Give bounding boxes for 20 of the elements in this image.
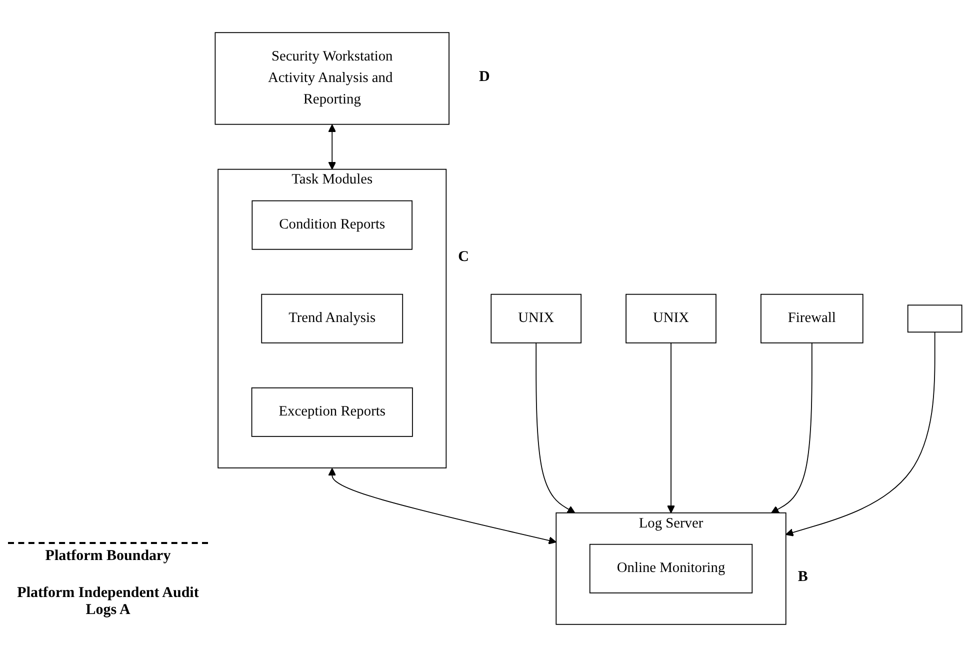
arrow (786, 332, 936, 536)
node-box: Exception Reports (251, 387, 413, 437)
node-box: Trend Analysis (261, 294, 404, 344)
arrow (667, 342, 675, 514)
node-box: Online Monitoring (589, 544, 753, 594)
node-box: Condition Reports (252, 200, 412, 250)
node-box: UNIX (490, 294, 582, 344)
note-text: Platform Independent Audit Logs A (16, 585, 200, 619)
arrow (771, 342, 812, 514)
node-box: UNIX (626, 294, 716, 344)
layer-letter: C (458, 249, 469, 266)
node-box (907, 304, 962, 333)
node-box: Security Workstation Activity Analysis and Reporting (214, 32, 450, 125)
node-box: Firewall (760, 294, 864, 344)
arrow (536, 342, 576, 514)
layer-letter: B (798, 568, 808, 586)
layer-letter: D (479, 69, 490, 86)
boundary-label: Platform Boundary (8, 542, 208, 565)
arrow (328, 124, 336, 170)
arrow (328, 468, 556, 544)
